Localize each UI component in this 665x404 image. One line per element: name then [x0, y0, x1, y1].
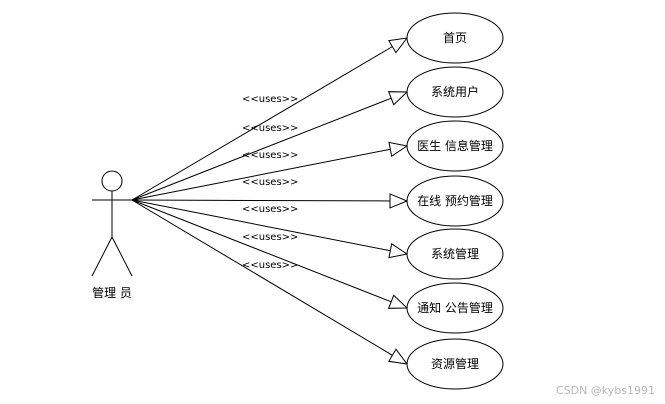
use-case-label: 在线 预约管理 — [417, 193, 493, 208]
use-case-label: 资源管理 — [431, 356, 479, 371]
use-case-label: 系统管理 — [431, 246, 479, 261]
uses-label: <<uses>> — [242, 177, 298, 188]
actor-right-leg — [111, 236, 133, 277]
uses-label: <<uses>> — [242, 123, 298, 134]
uses-label: <<uses>> — [242, 150, 298, 161]
use-case-ellipse — [406, 120, 504, 172]
uses-label: <<uses>> — [242, 94, 298, 105]
use-case-ellipse — [406, 66, 504, 118]
association-arrowhead — [388, 243, 409, 259]
watermark: CSDN @kybs1991 — [555, 384, 655, 397]
actor-head — [101, 170, 123, 192]
association-arrowhead — [389, 193, 409, 209]
use-case-label: 医生 信息管理 — [417, 138, 493, 153]
actor-left-leg — [91, 236, 113, 277]
association-arrowhead — [388, 348, 409, 365]
association-line — [131, 97, 392, 201]
association-arrowhead — [387, 37, 409, 54]
association-line — [131, 199, 391, 252]
uses-label: <<uses>> — [242, 260, 298, 271]
uses-label: <<uses>> — [242, 232, 298, 243]
use-case-ellipse — [406, 282, 504, 334]
association-arrowhead — [387, 294, 409, 309]
associations: <<uses>> <<uses>> <<uses>> <<uses>> <<uses>>… — [131, 37, 409, 365]
association-line — [131, 199, 392, 303]
actor-label: 管理 员 — [92, 285, 132, 300]
use-case-label: 系统用户 — [431, 84, 479, 99]
association-line — [131, 199, 393, 356]
actor — [91, 170, 133, 277]
uses-label: <<uses>> — [242, 204, 298, 215]
association-line — [131, 199, 391, 202]
use-case-ellipse — [406, 228, 504, 280]
use-case-label: 通知 公告管理 — [417, 300, 493, 315]
association-arrowhead — [387, 91, 409, 106]
use-case-ellipse — [406, 175, 504, 227]
association-arrowhead — [388, 141, 409, 157]
association-line — [131, 148, 391, 201]
use-case-ellipse — [406, 12, 504, 64]
association-line — [131, 46, 393, 201]
use-case-ellipse — [406, 338, 504, 390]
use-case-label: 首页 — [443, 31, 467, 45]
